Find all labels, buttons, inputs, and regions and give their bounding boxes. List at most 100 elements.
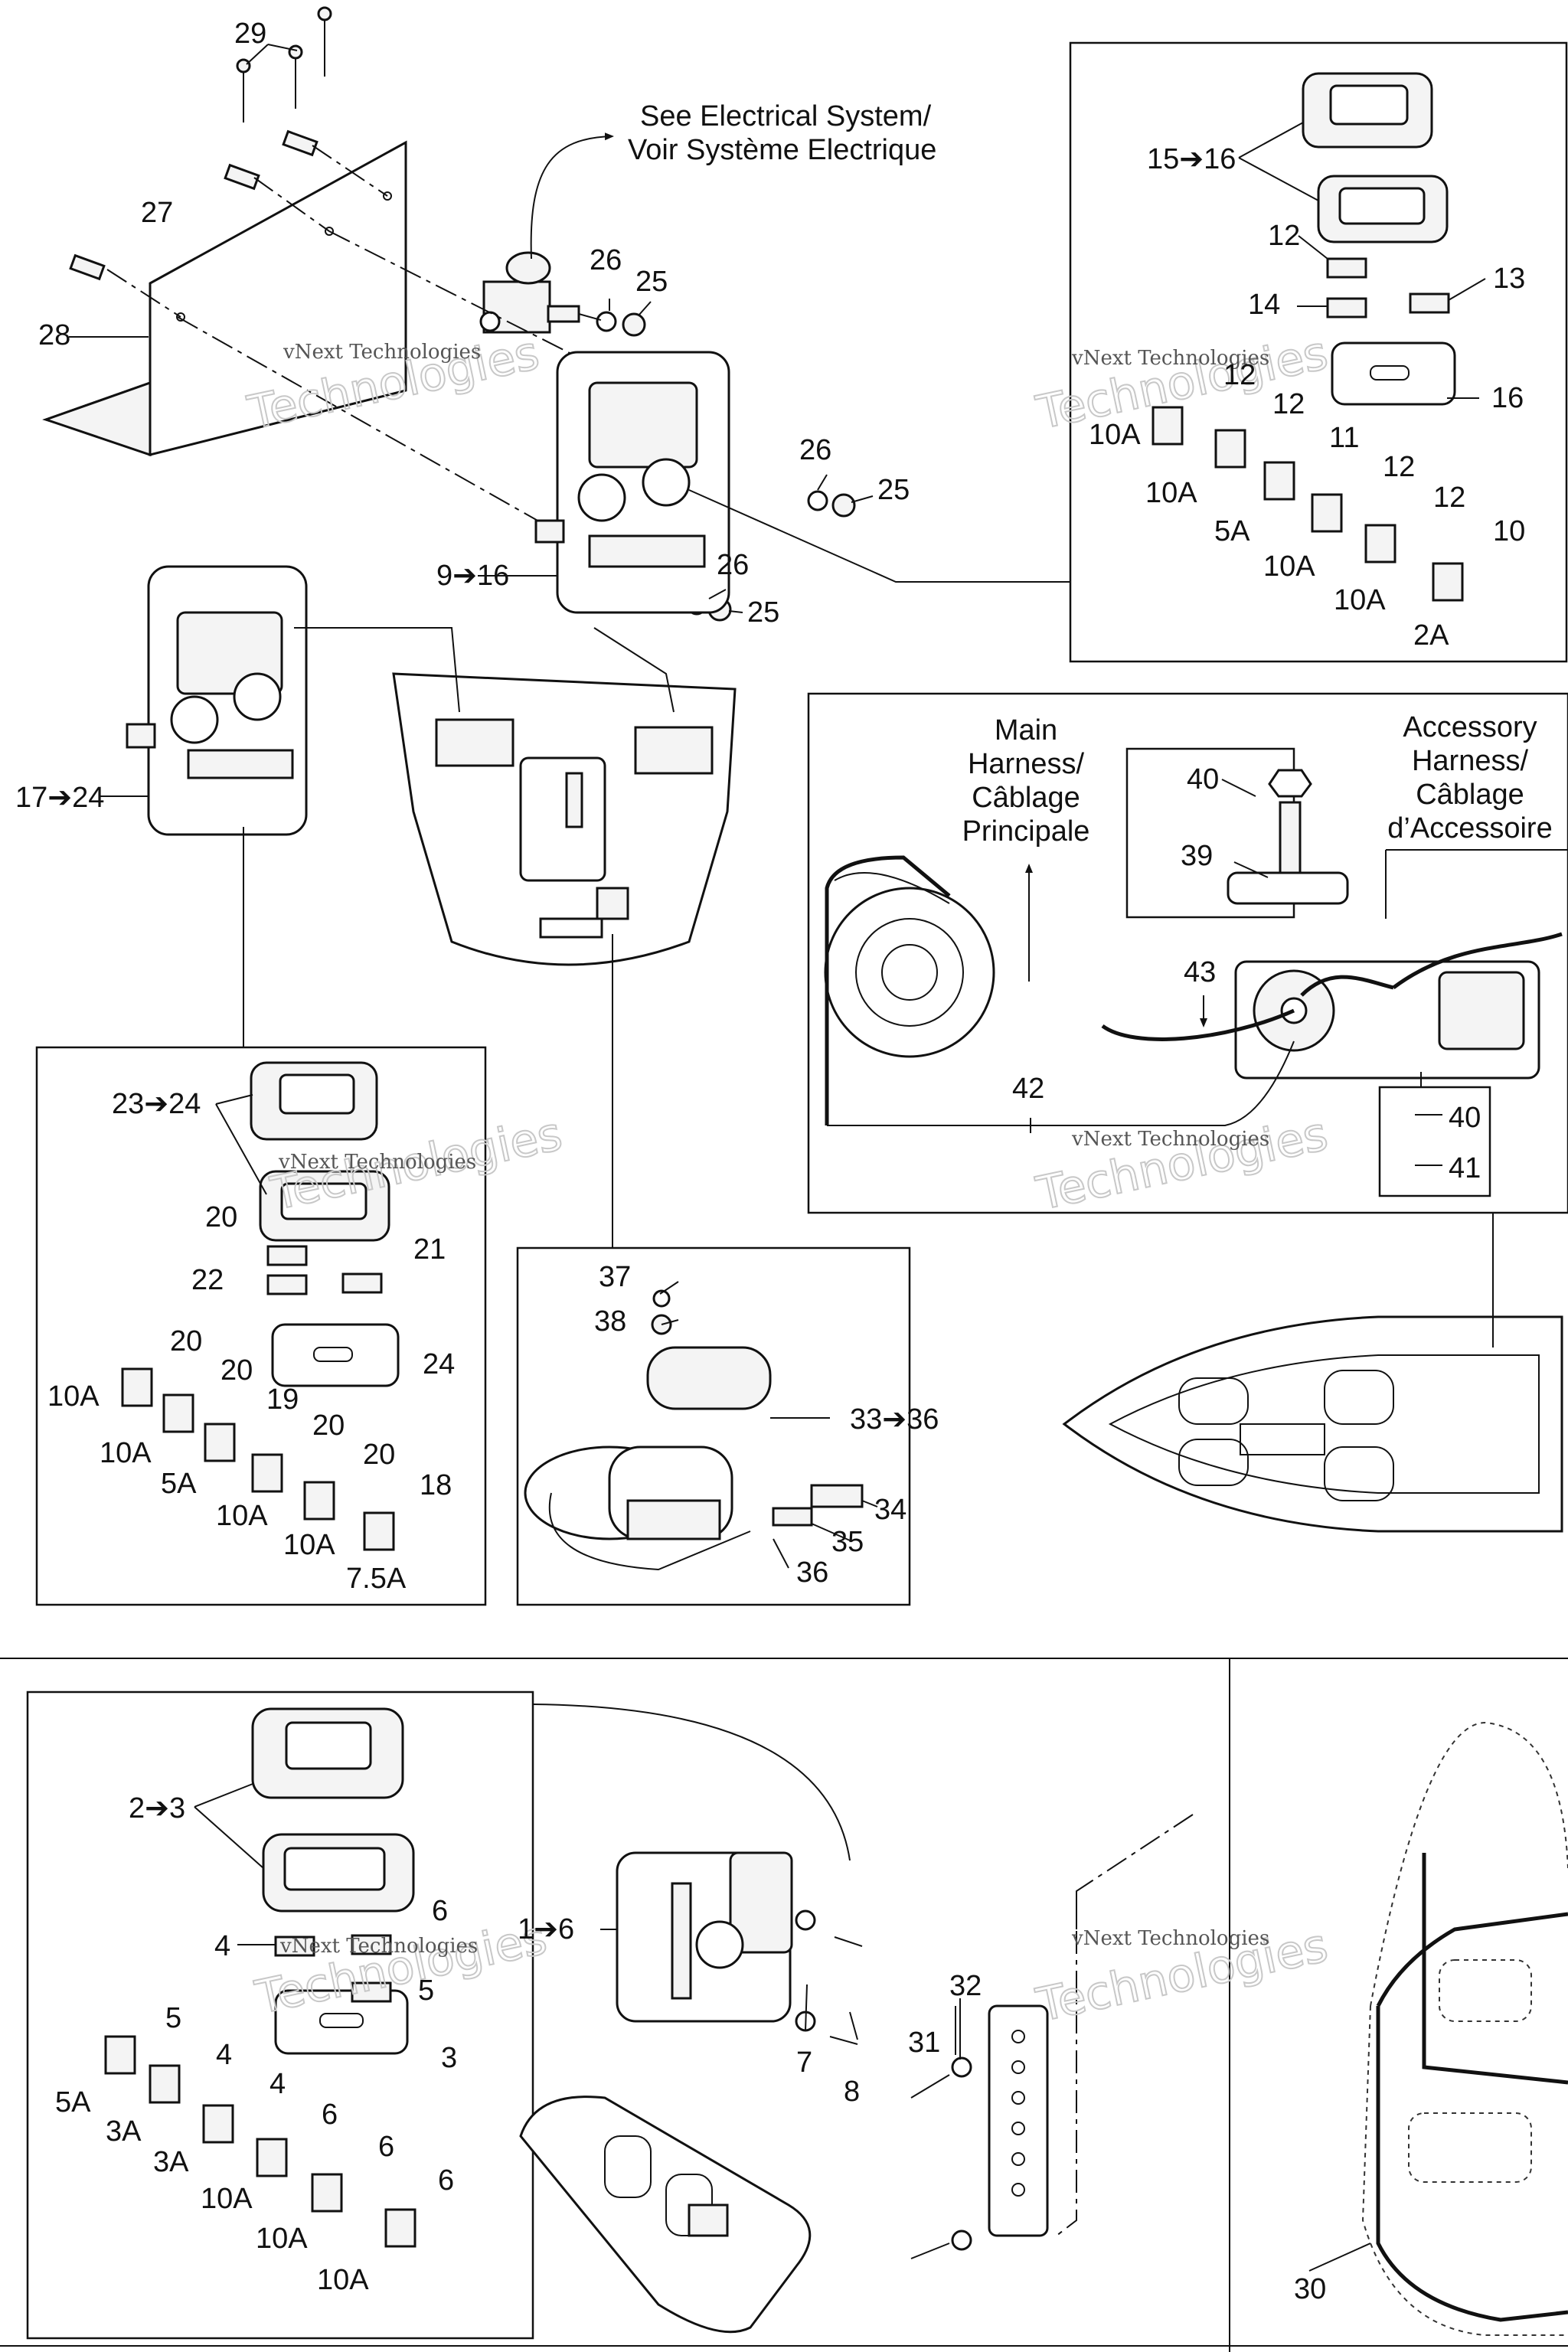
svg-text:10A: 10A [256, 2223, 308, 2255]
svg-text:20: 20 [312, 1410, 345, 1442]
svg-text:39: 39 [1181, 840, 1213, 872]
fuse-kit-cover-left [250, 1061, 400, 1387]
svg-text:vNext Technologies: vNext Technologies [279, 1935, 478, 1958]
svg-text:5A: 5A [161, 1468, 197, 1500]
svg-text:Câblage: Câblage [972, 782, 1080, 814]
svg-text:25: 25 [877, 474, 910, 506]
svg-text:10A: 10A [100, 1437, 152, 1469]
note-see-electrical: See Electrical System/ Voir Système Elec… [628, 100, 936, 166]
svg-text:Voir Système Electrique: Voir Système Electrique [628, 134, 936, 166]
svg-text:29: 29 [234, 18, 266, 50]
fuses-top [1152, 257, 1464, 602]
fuses-left [121, 1245, 395, 1551]
svg-text:21: 21 [413, 1233, 446, 1266]
svg-text:27: 27 [141, 197, 173, 229]
svg-text:20: 20 [205, 1201, 237, 1233]
svg-text:12: 12 [1272, 388, 1305, 420]
svg-text:8: 8 [844, 2076, 860, 2108]
svg-text:10A: 10A [1089, 419, 1141, 451]
svg-text:28: 28 [38, 319, 70, 351]
svg-text:6: 6 [322, 2099, 338, 2131]
bolts-27 [69, 129, 318, 281]
svg-text:vNext Technologies: vNext Technologies [1071, 1927, 1269, 1950]
fuse-kit-box-top-right [1069, 41, 1568, 663]
svg-text:37: 37 [599, 1261, 631, 1293]
fuse-kit-box-left [35, 1046, 487, 1606]
svg-text:vNext Technologies: vNext Technologies [1071, 347, 1269, 370]
svg-text:41: 41 [1449, 1152, 1481, 1184]
svg-text:10A: 10A [283, 1529, 335, 1561]
svg-text:38: 38 [594, 1305, 626, 1338]
svg-text:2➔3: 2➔3 [129, 1792, 185, 1824]
svg-text:Câblage: Câblage [1416, 779, 1524, 811]
svg-text:6: 6 [378, 2131, 394, 2163]
boat-wiring-view [1361, 1721, 1568, 2336]
watermark: Technologies vNext Technologies Technolo… [243, 325, 1334, 2034]
svg-text:1➔6: 1➔6 [518, 1913, 574, 1945]
terminal-strip [910, 2004, 1049, 2259]
boat-top-view [1062, 1315, 1563, 1533]
svg-text:10A: 10A [216, 1500, 268, 1532]
svg-text:Harness/: Harness/ [968, 748, 1084, 780]
svg-text:12: 12 [1383, 451, 1415, 483]
svg-text:Accessory: Accessory [1403, 711, 1537, 743]
console-housing [392, 672, 737, 966]
svg-text:4: 4 [270, 2068, 286, 2100]
svg-text:10A: 10A [1263, 550, 1315, 583]
svg-text:Technologies: Technologies [1032, 1107, 1333, 1221]
svg-text:10A: 10A [1334, 584, 1386, 616]
svg-text:7.5A: 7.5A [346, 1563, 407, 1595]
svg-text:24: 24 [423, 1348, 455, 1380]
svg-text:3A: 3A [106, 2115, 142, 2148]
svg-text:4: 4 [214, 1930, 230, 1962]
svg-text:20: 20 [363, 1439, 395, 1471]
boat-small-view [519, 2096, 812, 2334]
svg-text:43: 43 [1184, 956, 1216, 988]
svg-text:26: 26 [590, 244, 622, 276]
svg-text:Principale: Principale [962, 815, 1090, 848]
fuse-kit-cover-bottom [251, 1707, 415, 2055]
bilge-pump [524, 1289, 864, 1571]
fuse-kit-box-bottom [26, 1690, 534, 2340]
svg-text:26: 26 [799, 434, 831, 466]
svg-text:10A: 10A [317, 2264, 369, 2296]
svg-text:40: 40 [1449, 1102, 1481, 1134]
svg-text:vNext Technologies: vNext Technologies [1071, 1128, 1269, 1151]
fuse-box-17-24 [126, 565, 308, 836]
svg-text:vNext Technologies: vNext Technologies [283, 341, 481, 364]
svg-text:5A: 5A [1214, 515, 1250, 547]
mounting-plate [42, 140, 407, 457]
svg-text:3: 3 [441, 2042, 457, 2074]
svg-text:3A: 3A [153, 2146, 189, 2178]
svg-text:d’Accessoire: d’Accessoire [1387, 812, 1552, 844]
svg-text:5: 5 [418, 1975, 434, 2007]
svg-text:6: 6 [432, 1895, 448, 1927]
svg-text:vNext Technologies: vNext Technologies [278, 1151, 476, 1174]
svg-text:17➔24: 17➔24 [15, 782, 104, 814]
svg-text:35: 35 [831, 1526, 864, 1558]
svg-text:36: 36 [796, 1557, 828, 1589]
svg-text:9➔16: 9➔16 [436, 560, 509, 592]
callout-labels: 29 27 28 26 25 26 25 26 25 9➔16 17➔24 15… [15, 18, 1525, 2305]
svg-text:26: 26 [717, 549, 749, 581]
svg-text:10: 10 [1493, 515, 1525, 547]
svg-text:10A: 10A [201, 2183, 253, 2215]
svg-text:4: 4 [216, 2039, 232, 2071]
svg-text:32: 32 [949, 1970, 982, 2002]
svg-text:10A: 10A [47, 1380, 100, 1413]
svg-text:19: 19 [266, 1383, 299, 1416]
fuse-kit-cover-top [1302, 72, 1456, 406]
svg-text:2A: 2A [1413, 619, 1449, 652]
svg-text:See Electrical System/: See Electrical System/ [640, 100, 932, 132]
battery-post-detail [1125, 747, 1349, 919]
svg-text:5A: 5A [55, 2086, 91, 2118]
svg-text:23➔24: 23➔24 [112, 1088, 201, 1120]
svg-text:5: 5 [165, 2002, 181, 2034]
svg-text:30: 30 [1294, 2273, 1326, 2305]
svg-text:40: 40 [1187, 763, 1219, 795]
svg-text:12: 12 [1223, 359, 1256, 391]
svg-text:12: 12 [1433, 482, 1465, 514]
bilge-pump-box [516, 1246, 911, 1606]
svg-text:22: 22 [191, 1264, 224, 1296]
